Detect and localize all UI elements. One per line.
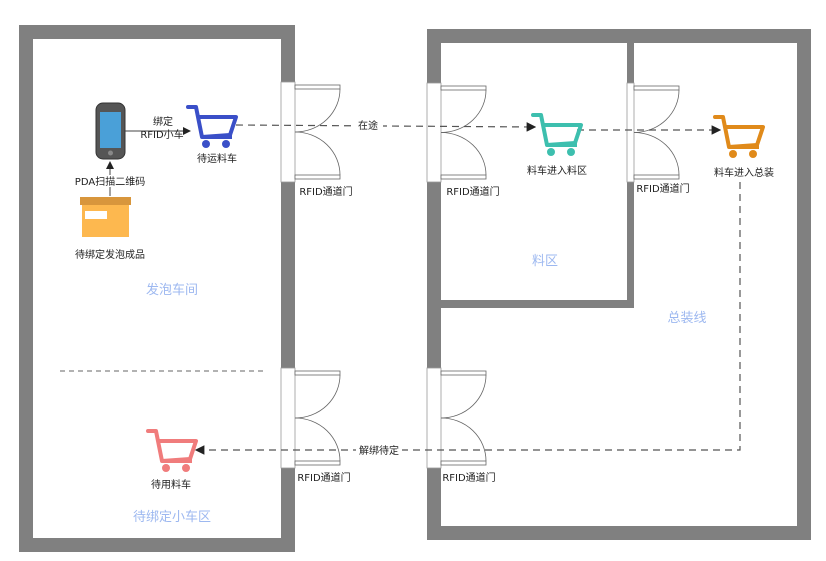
door-label: RFID通道门: [446, 185, 499, 198]
pda-phone-icon: [95, 102, 126, 160]
rfid-door-icon: [280, 367, 341, 469]
zone-foam-workshop: 发泡车间: [146, 282, 198, 298]
zone-material-area: 料区: [532, 254, 558, 269]
pending-product-label: 待绑定发泡成品: [75, 248, 145, 261]
cart-material-label: 料车进入料区: [527, 164, 587, 177]
rfid-door-icon: [626, 82, 680, 183]
bind-label-2: RFID小车: [140, 128, 183, 141]
door-label: RFID通道门: [297, 471, 350, 484]
pda-scan-label: PDA扫描二维码: [75, 175, 145, 188]
bind-label-1: 绑定: [153, 115, 173, 128]
rfid-door-icon: [280, 81, 341, 183]
door-label: RFID通道门: [299, 185, 352, 198]
assembly-building: [427, 29, 811, 540]
foam-workshop-building: [19, 25, 295, 552]
cart-waiting-label: 待运料车: [197, 152, 237, 165]
product-box-icon: [80, 197, 131, 237]
zone-pending-cart-area: 待绑定小车区: [133, 509, 211, 525]
rfid-door-icon: [426, 367, 487, 469]
cart-assembly-label: 料车进入总装: [714, 166, 774, 179]
rfid-doors: [280, 81, 680, 469]
door-label: RFID通道门: [442, 471, 495, 484]
cart-icon-idle: [146, 429, 198, 474]
zone-assembly-line: 总装线: [667, 311, 706, 326]
door-label: RFID通道门: [636, 182, 689, 195]
cart-icon-material: [531, 113, 583, 158]
flow-in-transit: [235, 122, 537, 132]
cart-icon-waiting: [186, 105, 238, 150]
in-transit-label: 在途: [358, 119, 378, 132]
rfid-door-icon: [426, 82, 487, 183]
cart-idle-label: 待用料车: [151, 478, 191, 491]
cart-icon-assembly: [713, 115, 765, 160]
unbind-label: 解绑待定: [359, 444, 399, 457]
